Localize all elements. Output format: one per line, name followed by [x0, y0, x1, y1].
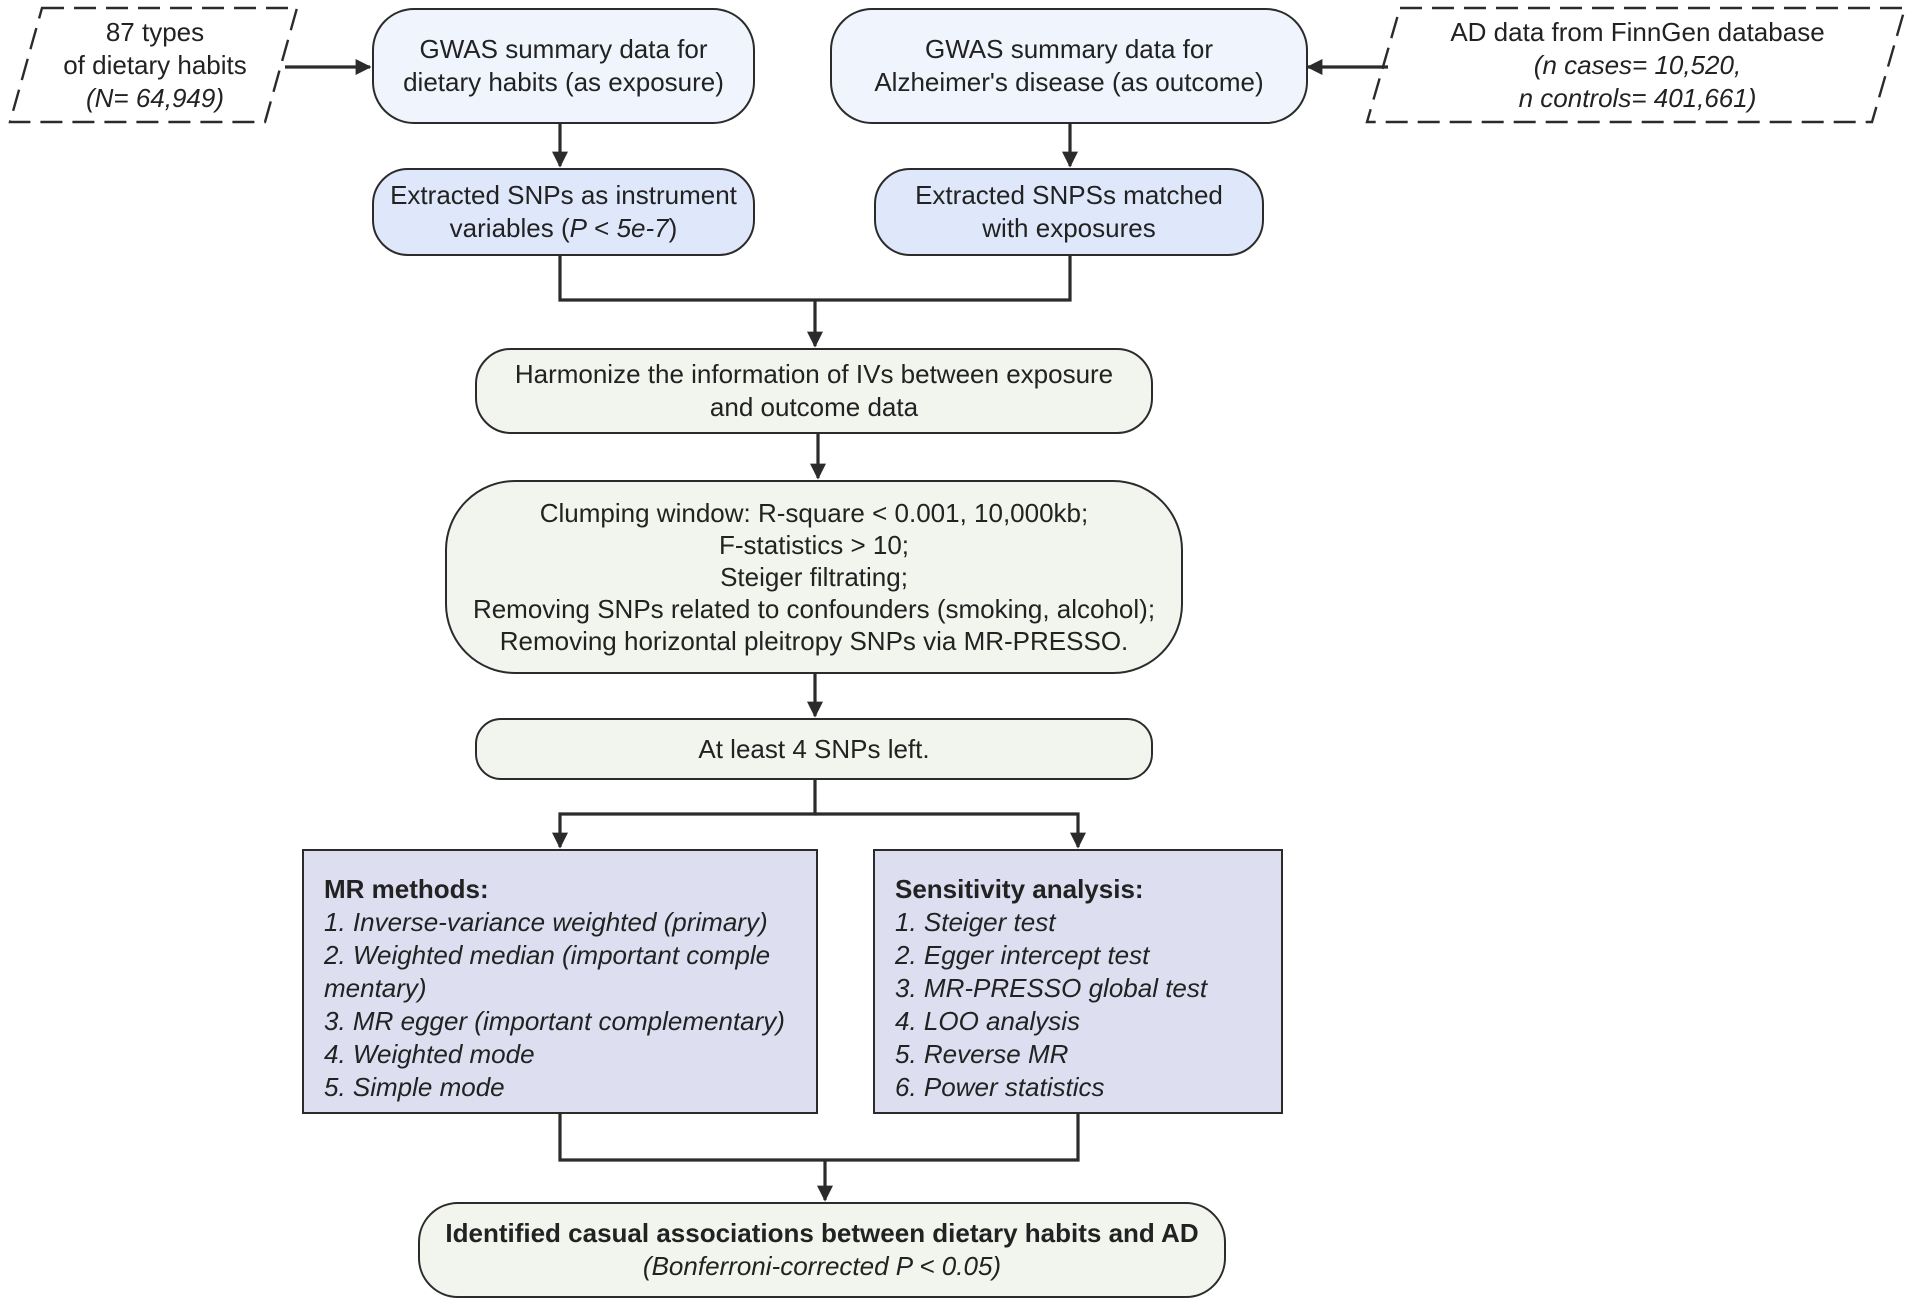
gwas-exposure-line1: GWAS summary data for — [419, 34, 708, 64]
clumping-line: Steiger filtrating; — [720, 562, 908, 592]
input-right-shape — [1365, 6, 1907, 124]
clumping-line: Removing SNPs related to confounders (sm… — [472, 594, 1156, 624]
mr-methods-item: 3. MR egger (important complementary) — [324, 1006, 785, 1036]
result-line1: Identified casual associations between d… — [445, 1218, 1199, 1248]
mr-methods-item: mentary) — [324, 973, 427, 1003]
input-left-line2: of dietary habits — [63, 49, 247, 80]
input-left-line1: 87 types — [105, 16, 205, 47]
sensitivity-item: 6. Power statistics — [895, 1072, 1105, 1102]
input-left-line3: (N= 64,949) — [85, 82, 225, 113]
snps-outcome-line1: Extracted SNPSs matched — [915, 180, 1223, 210]
gwas-outcome-line2: Alzheimer's disease (as outcome) — [874, 67, 1264, 97]
input-left-shape — [8, 6, 299, 124]
sensitivity-item: 5. Reverse MR — [895, 1039, 1069, 1069]
snps-outcome-box: Extracted SNPSs matched with exposures — [874, 168, 1264, 256]
mr-methods-box: MR methods: 1. Inverse-variance weighted… — [302, 849, 818, 1114]
snps-outcome-line2: with exposures — [982, 213, 1156, 243]
sensitivity-box: Sensitivity analysis: 1. Steiger test 2.… — [873, 849, 1283, 1114]
snps-left-box: At least 4 SNPs left. — [475, 718, 1153, 780]
harmonize-line1: Harmonize the information of IVs between… — [514, 359, 1114, 389]
mr-methods-title: MR methods: — [324, 874, 489, 904]
sensitivity-item: 4. LOO analysis — [895, 1006, 1080, 1036]
input-right-line1: AD data from FinnGen database — [1450, 16, 1825, 47]
snps-left-text: At least 4 SNPs left. — [698, 733, 930, 764]
gwas-exposure-line2: dietary habits (as exposure) — [403, 67, 724, 97]
merge-analysis — [558, 1114, 1080, 1162]
sensitivity-title: Sensitivity analysis: — [895, 874, 1144, 904]
harmonize-box: Harmonize the information of IVs between… — [475, 348, 1153, 434]
result-line2: (Bonferroni-corrected P < 0.05) — [642, 1251, 1002, 1281]
gwas-outcome-line1: GWAS summary data for — [925, 34, 1213, 64]
mr-methods-item: 4. Weighted mode — [324, 1039, 535, 1069]
merge-snps — [558, 256, 1072, 302]
sensitivity-item: 3. MR-PRESSO global test — [895, 973, 1208, 1003]
clumping-line: Clumping window: R-square < 0.001, 10,00… — [539, 498, 1089, 528]
mr-methods-item: 2. Weighted median (important comple — [324, 940, 771, 970]
split-methods — [552, 780, 817, 849]
split-sensitivity — [815, 812, 1086, 849]
input-left: 87 types of dietary habits (N= 64,949) — [30, 10, 280, 120]
sensitivity-item: 1. Steiger test — [895, 907, 1056, 937]
snps-exposure-line1: Extracted SNPs as instrument — [390, 180, 737, 210]
input-right: AD data from FinnGen database (n cases= … — [1390, 10, 1885, 120]
clumping-line: F-statistics > 10; — [719, 530, 909, 560]
snps-exposure-line2: variables (P < 5e-7) — [449, 213, 678, 243]
mr-methods-item: 5. Simple mode — [324, 1072, 505, 1102]
sensitivity-item: 2. Egger intercept test — [895, 940, 1150, 970]
result-box: Identified casual associations between d… — [418, 1202, 1226, 1298]
clumping-box: Clumping window: R-square < 0.001, 10,00… — [445, 480, 1183, 674]
snps-exposure-box: Extracted SNPs as instrument variables (… — [372, 168, 755, 256]
gwas-outcome-box: GWAS summary data for Alzheimer's diseas… — [830, 8, 1308, 124]
gwas-exposure-box: GWAS summary data for dietary habits (as… — [372, 8, 755, 124]
input-right-line3: n controls= 401,661) — [1518, 82, 1757, 113]
harmonize-line2: and outcome data — [709, 392, 919, 422]
mr-methods-item: 1. Inverse-variance weighted (primary) — [324, 907, 768, 937]
input-right-line2: (n cases= 10,520, — [1533, 49, 1742, 80]
clumping-line: Removing horizontal pleitropy SNPs via M… — [499, 626, 1129, 656]
